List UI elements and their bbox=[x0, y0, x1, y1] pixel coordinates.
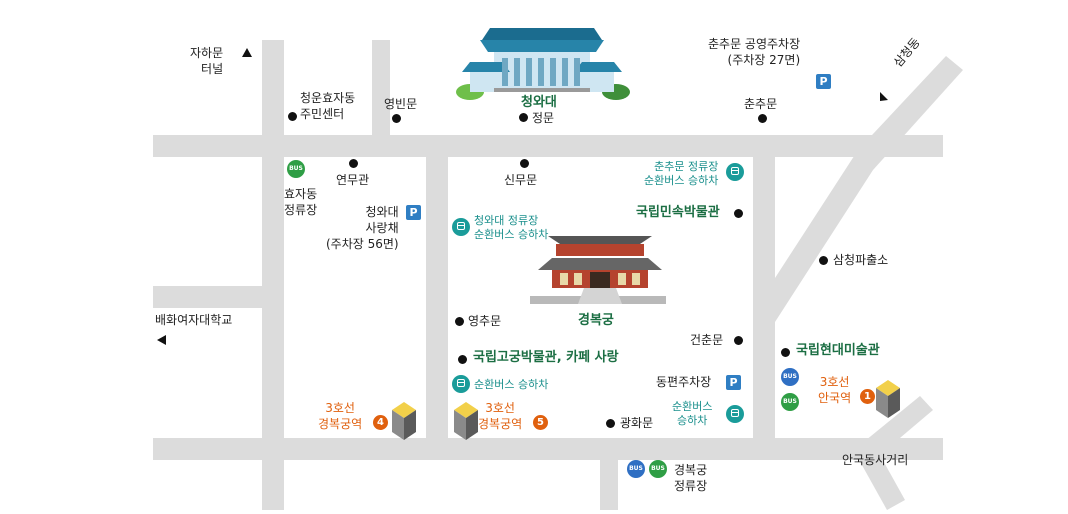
cheongwadae-building-illustration bbox=[456, 28, 630, 100]
station-building-icon-4 bbox=[392, 402, 416, 440]
cheongwadae-label: 청와대 bbox=[521, 95, 557, 110]
cheongwadae-shuttle-icon[interactable] bbox=[452, 218, 470, 236]
hyoja-bus-icon[interactable]: BUS bbox=[287, 160, 305, 178]
mmca-bus-blue-icon[interactable]: BUS bbox=[781, 368, 799, 386]
shuttle-west-label: 순환버스 승하차 bbox=[474, 378, 549, 391]
road-south-branch bbox=[600, 438, 618, 510]
road-network bbox=[153, 40, 963, 510]
station-building-icon-5 bbox=[454, 402, 478, 440]
samcheong-police-marker[interactable] bbox=[819, 256, 828, 265]
gwanghwamun-label: 광화문 bbox=[620, 416, 654, 430]
folk-museum-marker[interactable] bbox=[734, 209, 743, 218]
chunchumun-parking-icon[interactable]: P bbox=[816, 74, 831, 89]
palace-museum-marker[interactable] bbox=[458, 355, 467, 364]
station-exit-5-badge[interactable]: 5 bbox=[533, 415, 548, 430]
gyeongbokgung-bus-blue-icon[interactable]: BUS bbox=[627, 460, 645, 478]
station-building-icon-1 bbox=[876, 380, 900, 418]
mmca-label: 국립현대미술관 bbox=[796, 343, 880, 358]
gyeongbokgung-palace-illustration bbox=[530, 236, 666, 304]
east-parking-label: 동편주차장 bbox=[656, 375, 712, 389]
sinmumun-marker[interactable] bbox=[520, 159, 529, 168]
jeongmun-label: 정문 bbox=[532, 111, 555, 125]
anguk-intersection-label: 안국동사거리 bbox=[842, 453, 909, 467]
road-west-1 bbox=[262, 40, 284, 510]
folk-museum-label: 국립민속박물관 bbox=[636, 205, 720, 220]
east-shuttle-icon[interactable] bbox=[726, 405, 744, 423]
road-samcheong-diagonal bbox=[775, 56, 963, 322]
anguk-exit-1-badge[interactable]: 1 bbox=[860, 389, 875, 404]
jahamun-arrow-icon bbox=[242, 48, 252, 57]
cheongunhyoja-marker[interactable] bbox=[288, 112, 297, 121]
road-anguk-diagonal bbox=[860, 396, 933, 460]
road-south bbox=[153, 438, 943, 460]
geonchunmun-label: 건춘문 bbox=[690, 333, 724, 347]
mmca-bus-green-icon[interactable]: BUS bbox=[781, 393, 799, 411]
station-exit-4-badge[interactable]: 4 bbox=[373, 415, 388, 430]
road-west-2 bbox=[372, 40, 390, 157]
road-center-east bbox=[753, 135, 775, 460]
road-center-west bbox=[426, 135, 448, 460]
chunchumun-shuttle-icon[interactable] bbox=[726, 163, 744, 181]
road-west-mid bbox=[153, 286, 284, 308]
cheongwadae-gate-marker[interactable] bbox=[519, 113, 528, 122]
sinmumun-label: 신무문 bbox=[504, 173, 538, 187]
yeongbinmun-label: 영빈문 bbox=[384, 97, 418, 111]
gyeongbokgung-bus-green-icon[interactable]: BUS bbox=[649, 460, 667, 478]
yeonmugwan-marker[interactable] bbox=[349, 159, 358, 168]
chunchumun-label: 춘추문 bbox=[744, 97, 778, 111]
east-parking-icon[interactable]: P bbox=[726, 375, 741, 390]
yeongchumun-marker[interactable] bbox=[455, 317, 464, 326]
palace-museum-label: 국립고궁박물관, 카페 사랑 bbox=[473, 350, 619, 365]
baewha-label: 배화여자대학교 bbox=[155, 313, 233, 327]
chunchumun-parking-label: 춘추문 공영주차장(주차장 27면) bbox=[708, 37, 801, 67]
mmca-marker[interactable] bbox=[781, 348, 790, 357]
road-anguk-south bbox=[858, 448, 905, 510]
geonchunmun-marker[interactable] bbox=[734, 336, 743, 345]
yeongchumun-label: 영추문 bbox=[468, 314, 502, 328]
road-north bbox=[153, 135, 943, 157]
baewha-arrow-icon bbox=[157, 335, 166, 345]
west-shuttle-icon[interactable] bbox=[452, 375, 470, 393]
yeonmugwan-label: 연무관 bbox=[336, 173, 370, 187]
chunchumun-marker[interactable] bbox=[758, 114, 767, 123]
samcheongdong-arrow-icon bbox=[880, 92, 888, 101]
yeongbinmun-marker[interactable] bbox=[392, 114, 401, 123]
samcheong-police-label: 삼청파출소 bbox=[833, 253, 889, 267]
gwanghwamun-marker[interactable] bbox=[606, 419, 615, 428]
gyeongbokgung-label: 경복궁 bbox=[578, 313, 614, 328]
sarangchae-parking-icon[interactable]: P bbox=[406, 205, 421, 220]
